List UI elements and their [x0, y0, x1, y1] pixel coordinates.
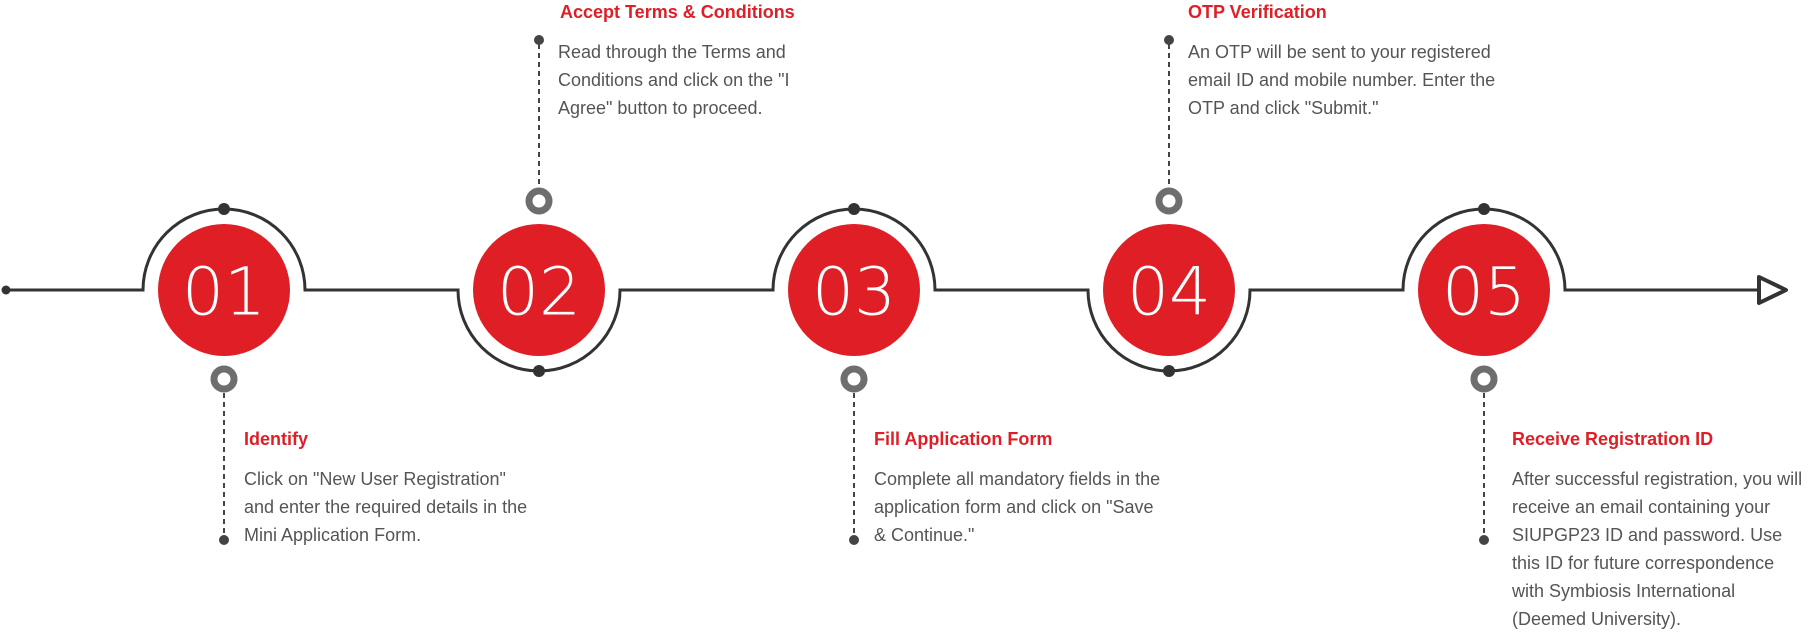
step-04: 04 — [1103, 35, 1235, 377]
connector-ring — [525, 187, 553, 215]
timeline-start-dot — [1, 285, 11, 295]
step-number: 01 — [182, 254, 266, 331]
connector-end-dot — [219, 535, 229, 545]
step-03-title: Fill Application Form — [874, 429, 1053, 449]
step-01-title: Identify — [244, 429, 309, 449]
step-03: 03 — [788, 203, 920, 545]
step-01-description: Click on "New User Registration" and ent… — [244, 469, 528, 545]
connector-ring — [1470, 365, 1498, 393]
step-05: 05 — [1418, 203, 1550, 545]
step-number: 04 — [1127, 254, 1211, 331]
arc-dot — [848, 203, 860, 215]
connector-end-dot — [849, 535, 859, 545]
step-05-description: After successful registration, you will … — [1512, 469, 1803, 629]
step-number: 05 — [1442, 254, 1526, 331]
step-circle — [1418, 224, 1550, 356]
timeline-arrowhead — [1757, 275, 1788, 305]
step-number: 02 — [497, 254, 581, 331]
step-04-description: An OTP will be sent to your registered e… — [1188, 42, 1496, 118]
connector-ring — [1155, 187, 1183, 215]
step-02-description: Read through the Terms and Conditions an… — [558, 42, 790, 118]
step-number: 03 — [812, 254, 896, 331]
arc-dot — [1478, 203, 1490, 215]
step-03-description: Complete all mandatory fields in the app… — [874, 469, 1161, 545]
step-04-title: OTP Verification — [1188, 2, 1327, 22]
connector-end-dot — [1164, 35, 1174, 45]
step-circle — [1103, 224, 1235, 356]
step-circle — [158, 224, 290, 356]
connector-ring — [840, 365, 868, 393]
connector-end-dot — [534, 35, 544, 45]
step-01: 01 — [158, 203, 290, 545]
step-05-title: Receive Registration ID — [1512, 429, 1714, 449]
connector-ring — [210, 365, 238, 393]
step-circle — [788, 224, 920, 356]
step-02-title: Accept Terms & Conditions — [560, 2, 795, 22]
step-02: 02 — [473, 35, 605, 377]
arc-dot — [533, 365, 545, 377]
step-circle — [473, 224, 605, 356]
arc-dot — [218, 203, 230, 215]
arc-dot — [1163, 365, 1175, 377]
connector-end-dot — [1479, 535, 1489, 545]
